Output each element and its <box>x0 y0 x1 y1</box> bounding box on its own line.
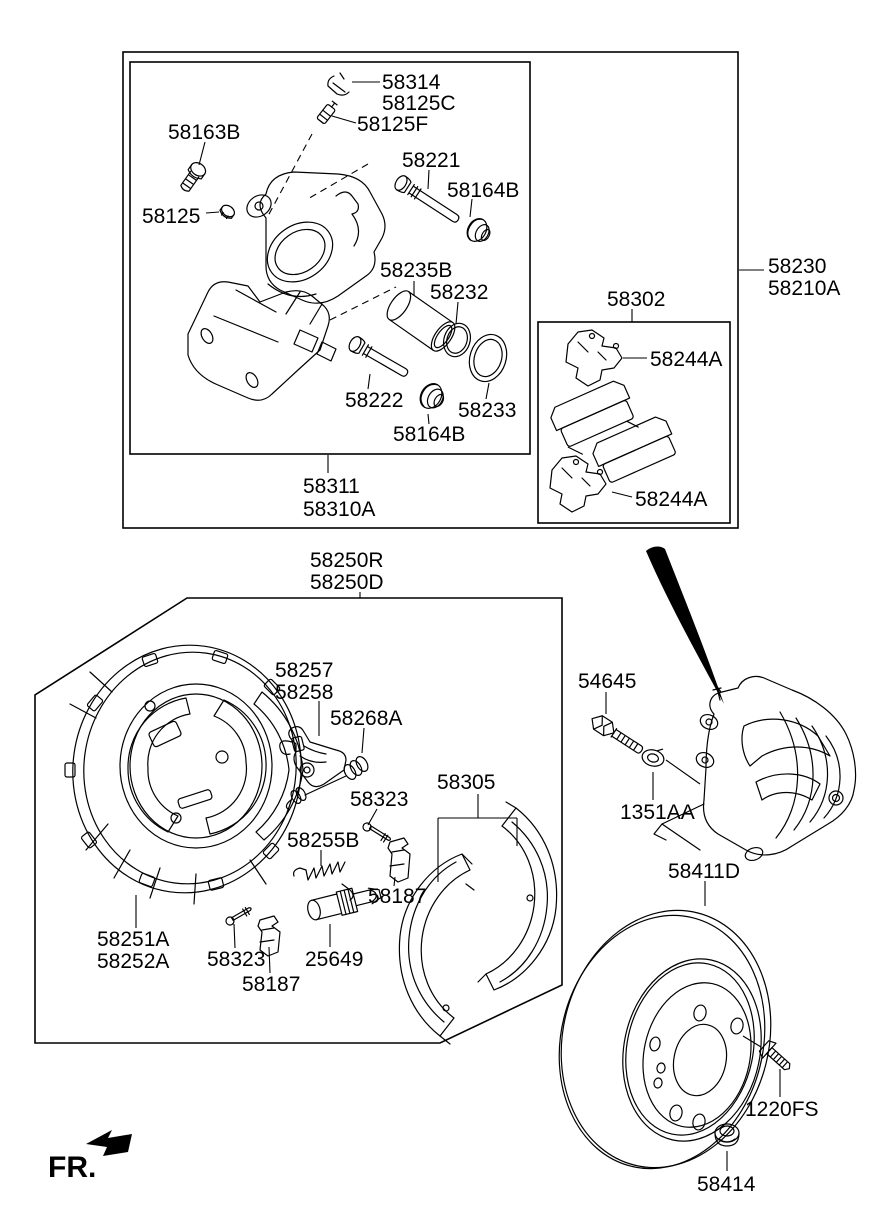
adjuster-drawing <box>307 887 382 921</box>
part-label-58164b-lower: 58164B <box>393 423 465 446</box>
part-label-58164b-upper: 58164B <box>447 179 519 202</box>
part-label-58244a-upper: 58244A <box>650 348 722 371</box>
pointer-swoosh <box>646 546 724 704</box>
part-label-58222: 58222 <box>345 389 403 412</box>
part-label-58233: 58233 <box>458 399 516 422</box>
front-direction-arrow-icon <box>86 1130 132 1156</box>
shoe-pin-lower-drawing <box>225 906 252 926</box>
leader-lines <box>135 81 781 1171</box>
part-label-25649: 25649 <box>305 948 363 971</box>
part-label-58311: 58311 <box>303 475 360 498</box>
part-label-58252a: 58252A <box>97 950 169 973</box>
shoe-kit-box <box>34 597 563 1044</box>
pad-spring-lower-drawing <box>549 455 607 513</box>
part-label-58235b: 58235B <box>380 259 452 282</box>
part-label-58251a: 58251A <box>97 928 169 951</box>
piston-drawing <box>386 290 456 352</box>
brake-pads-drawing <box>550 380 676 483</box>
part-label-58323-lower: 58323 <box>207 948 265 971</box>
part-label-58257: 58257 <box>275 659 333 682</box>
part-label-58210a: 58210A <box>768 277 840 300</box>
part-label-58232: 58232 <box>430 281 488 304</box>
part-label-1351aa: 1351AA <box>620 801 695 824</box>
part-label-58125f: 58125F <box>357 113 428 136</box>
part-label-1220fs: 1220FS <box>745 1098 819 1121</box>
return-spring-drawing <box>293 861 354 901</box>
part-label-58250d: 58250D <box>310 571 384 594</box>
assembly-axis-dashed-lines <box>267 133 397 321</box>
backing-plate-drawing <box>64 644 305 905</box>
guide-bolt-drawing <box>180 162 207 192</box>
cap-drawing <box>327 72 350 96</box>
shoe-pin-upper-drawing <box>362 822 391 843</box>
guide-rod-upper-drawing <box>394 175 460 223</box>
part-label-54645: 54645 <box>578 670 636 693</box>
bleeder-screw-drawing <box>316 100 338 125</box>
parking-lever-drawing <box>279 726 347 788</box>
part-label-58163b: 58163B <box>168 121 240 144</box>
part-label-58230: 58230 <box>768 255 826 278</box>
caliper-carrier-box <box>129 61 531 455</box>
part-label-58258: 58258 <box>275 681 333 704</box>
caliper-assembly-drawing <box>653 675 857 862</box>
part-label-58305: 58305 <box>437 771 495 794</box>
boot-upper-drawing <box>466 218 491 242</box>
boot-lower-drawing <box>419 383 445 409</box>
caliper-kit-box <box>122 51 739 529</box>
pad-spring-upper-drawing <box>565 329 623 387</box>
washer-drawing <box>641 748 665 767</box>
front-direction-label: FR. <box>48 1151 96 1184</box>
part-label-58302: 58302 <box>607 288 665 311</box>
shoe-clip-upper-drawing <box>387 837 411 883</box>
pad-kit-box <box>537 321 731 524</box>
part-label-58187-lower: 58187 <box>242 973 300 996</box>
brake-shoes-drawing <box>398 801 558 1045</box>
part-label-58125: 58125 <box>142 205 200 228</box>
cap-plug-drawing <box>714 1123 740 1147</box>
part-label-58187-upper: 58187 <box>368 885 426 908</box>
part-label-58255b: 58255B <box>287 829 359 852</box>
part-label-58310a: 58310A <box>303 498 375 521</box>
part-label-58250r: 58250R <box>310 549 384 572</box>
part-label-58414: 58414 <box>697 1173 756 1196</box>
part-label-58125c: 58125C <box>382 92 456 115</box>
part-label-58411d: 58411D <box>668 860 740 883</box>
piston-seal-drawing <box>442 322 472 358</box>
caliper-body-drawing <box>246 171 386 304</box>
piston-boot-drawing <box>468 333 508 383</box>
shoe-clip-lower-drawing <box>257 915 281 957</box>
adjuster-spring-drawing <box>285 756 369 811</box>
guide-rod-lower-drawing <box>348 336 409 377</box>
set-screw-drawing <box>758 1040 791 1071</box>
part-label-58244a-lower: 58244A <box>635 488 707 511</box>
part-label-58314: 58314 <box>382 71 441 94</box>
part-label-58221: 58221 <box>402 149 460 172</box>
caliper-carrier-drawing <box>187 281 337 401</box>
caliper-bolt-drawing <box>591 715 644 754</box>
part-label-58268a: 58268A <box>330 707 402 730</box>
part-label-58323-upper: 58323 <box>350 788 408 811</box>
nut-drawing <box>219 204 236 220</box>
rotor-drawing <box>558 909 772 1170</box>
